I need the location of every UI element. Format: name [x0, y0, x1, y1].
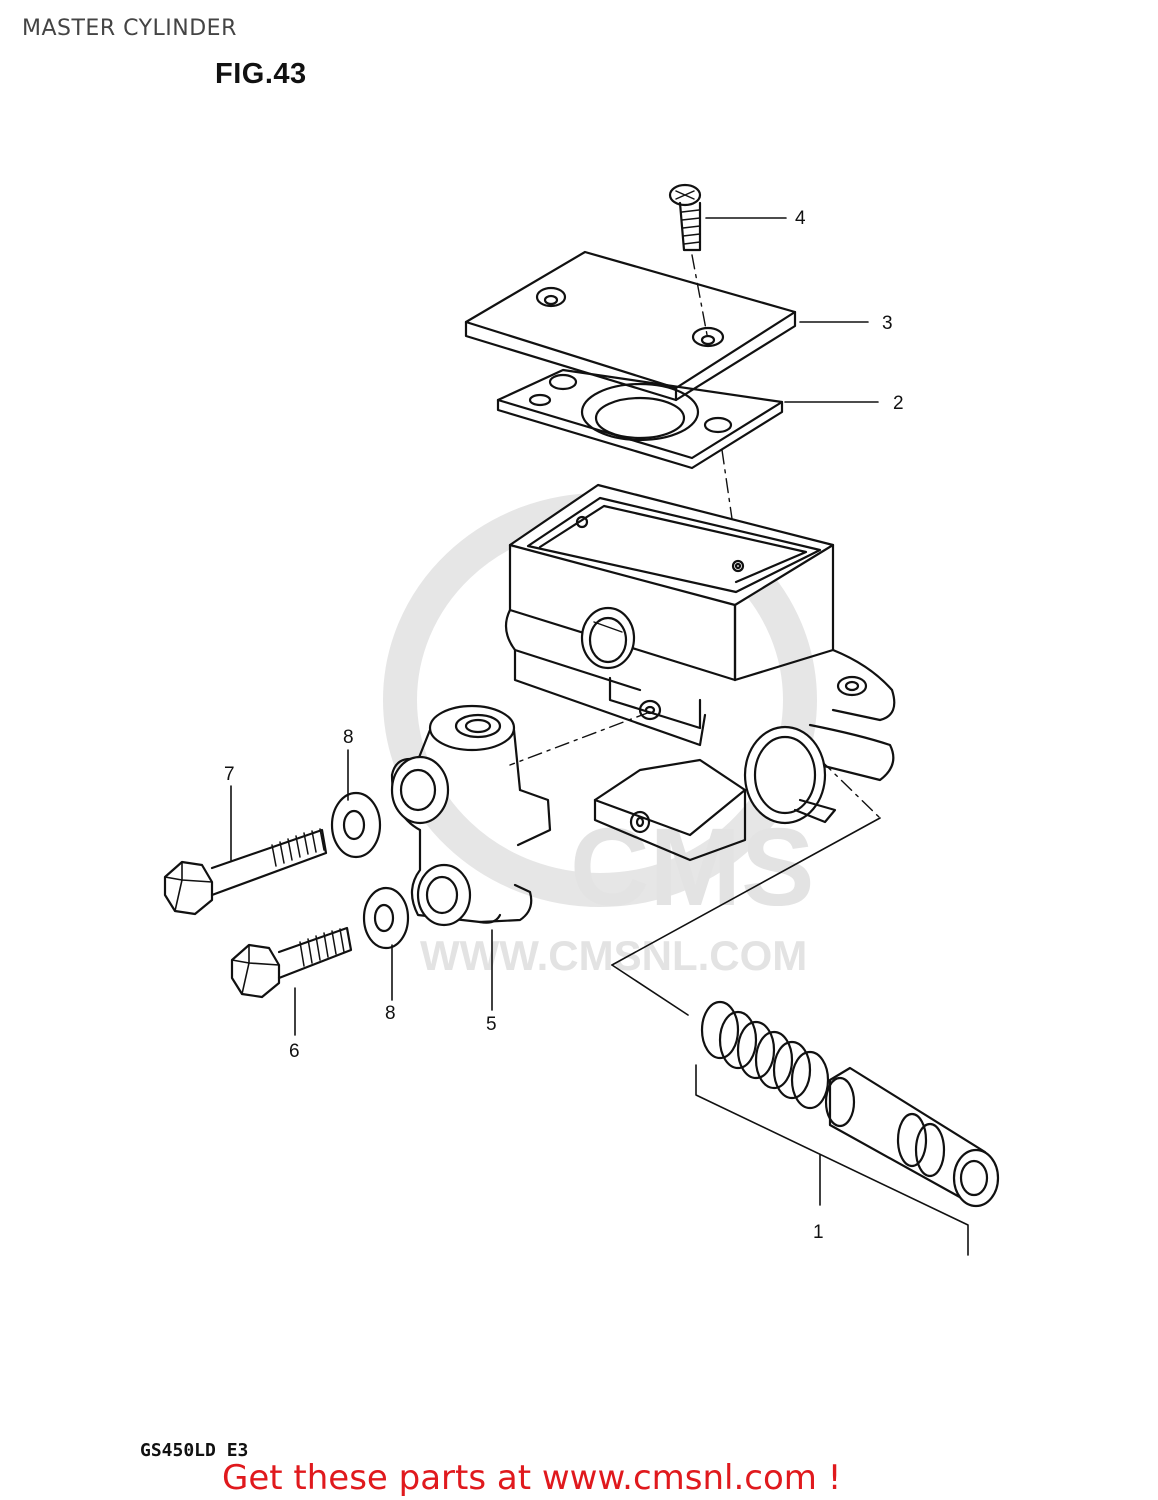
page-title: MASTER CYLINDER	[22, 16, 237, 41]
part-number-labels: 4 3 2 8 7 8 5 6 1	[224, 208, 904, 1243]
part-5-clamp	[390, 704, 552, 927]
watermark-site: WWW.CMSNL.COM	[420, 932, 807, 979]
part-8-washer-upper	[330, 791, 382, 859]
part-label-8-upper: 8	[343, 727, 354, 748]
part-label-3: 3	[882, 313, 893, 334]
model-code: GS450LD E3	[140, 1440, 249, 1461]
promo-link[interactable]: Get these parts at www.cmsnl.com !	[222, 1458, 842, 1498]
part-6-short-bolt	[230, 926, 353, 999]
part-label-7: 7	[224, 764, 235, 785]
part-label-1: 1	[813, 1222, 824, 1243]
part-7-long-bolt	[163, 828, 328, 916]
part-8-washer-lower	[362, 886, 410, 950]
part-2-diaphragm	[496, 368, 784, 470]
leader-lines	[230, 217, 879, 1036]
part-label-2: 2	[893, 393, 904, 414]
part-4-screw	[668, 183, 702, 252]
figure-label: FIG.43	[215, 58, 307, 90]
part-1-piston-kit	[700, 1000, 1000, 1208]
part-1-group-bracket	[611, 817, 969, 1256]
part-3-cap	[464, 250, 797, 402]
part-label-4: 4	[795, 208, 806, 229]
part-label-8-lower: 8	[385, 1003, 396, 1024]
cms-watermark: CMS WWW.CMSNL.COM	[383, 493, 817, 979]
part-label-6: 6	[289, 1041, 300, 1062]
master-cylinder-body	[504, 483, 896, 862]
part-label-5: 5	[486, 1014, 497, 1035]
